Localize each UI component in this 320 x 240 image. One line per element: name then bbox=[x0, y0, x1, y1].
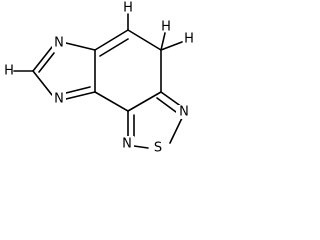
bond-c5a-n-right bbox=[160, 91, 183, 108]
bond-c2-n-bottom bbox=[32, 70, 53, 96]
bond-s-n-left bbox=[133, 145, 149, 149]
bond-n-bottom-c7a-double bbox=[65, 86, 91, 94]
atom-n-bottom: N bbox=[54, 92, 64, 107]
atom-h-ch2-right: H bbox=[184, 32, 194, 47]
bond-c5a-c8a bbox=[127, 91, 162, 112]
atom-h-left: H bbox=[4, 64, 14, 79]
bond-c5-h-right bbox=[160, 41, 183, 51]
bond-c4-c5 bbox=[127, 29, 162, 51]
bonds bbox=[13, 13, 183, 149]
structure-diagram: N N N N S H H H H bbox=[4, 1, 194, 156]
bond-c5-h-left bbox=[160, 32, 166, 51]
bond-c8a-c7a bbox=[94, 91, 129, 112]
bond-c2-n-top bbox=[32, 46, 53, 72]
bond-c3a-c4-double bbox=[99, 38, 129, 57]
bond-n-bottom-c7a bbox=[65, 91, 96, 100]
atom-labels: N N N N S H H H H bbox=[4, 1, 194, 156]
bond-n-top-c3a bbox=[65, 42, 96, 51]
atom-h-ch2-left: H bbox=[161, 20, 171, 35]
bond-n-right-s bbox=[169, 117, 183, 144]
bond-c5a-n-right-double bbox=[156, 97, 177, 113]
bond-c3a-c4 bbox=[94, 29, 129, 51]
bond-c2-n-top-double bbox=[38, 52, 55, 73]
atom-s-ring: S bbox=[154, 141, 162, 156]
atom-n-right-upper: N bbox=[179, 105, 189, 120]
atom-n-right-lower: N bbox=[122, 137, 132, 152]
atom-h-top: H bbox=[123, 1, 133, 16]
atom-n-top: N bbox=[54, 36, 64, 51]
